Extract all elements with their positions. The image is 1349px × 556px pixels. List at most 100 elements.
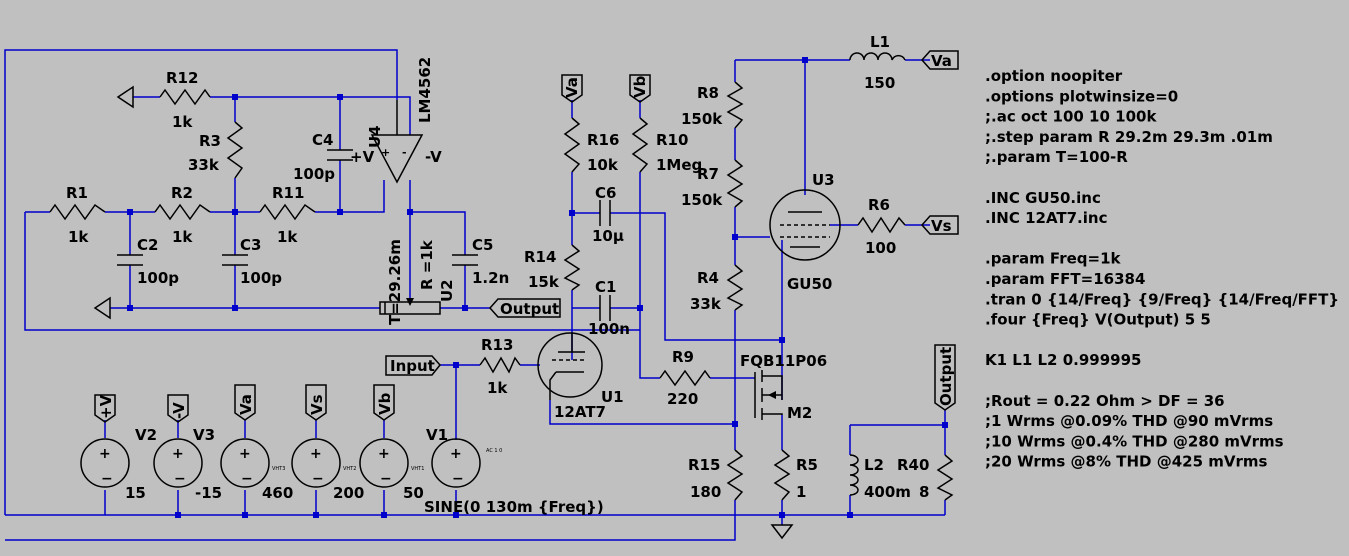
capacitor-c3[interactable]: C3 100p xyxy=(222,236,282,287)
resistor-r14[interactable]: R14 15k xyxy=(524,244,581,291)
resistor-r1[interactable]: R1 1k xyxy=(49,184,106,246)
r13-value: 1k xyxy=(487,379,508,397)
r6-name: R6 xyxy=(868,196,890,214)
resistor-r2[interactable]: R2 1k xyxy=(154,184,211,246)
resistor-r10[interactable]: R10 1Meg xyxy=(631,117,702,174)
resistor-r3[interactable]: R3 33k xyxy=(188,121,244,179)
resistor-r6[interactable]: R6 100 xyxy=(857,196,906,257)
resistor-r7[interactable]: R7 150k xyxy=(681,159,744,209)
u2-t: T=29.26m xyxy=(386,239,404,325)
c1-name: C1 xyxy=(595,278,616,296)
r1-value: 1k xyxy=(68,228,89,246)
u3-name: U3 xyxy=(812,171,835,189)
m2-name: M2 xyxy=(787,404,812,422)
ground-symbol-left-mid xyxy=(93,296,111,320)
source-v4[interactable]: Va + − VHT3 460 xyxy=(220,384,293,502)
l1-value: 150 xyxy=(864,74,895,92)
c6-name: C6 xyxy=(595,184,616,202)
c1-value: 100n xyxy=(588,320,630,338)
r16-value: 10k xyxy=(587,156,619,174)
u2-r: R =1k xyxy=(418,239,436,290)
directive-line: .four {Freq} V(Output) 5 5 xyxy=(985,311,1211,329)
opamp-u4[interactable]: +V -V + - U4 LM4562 xyxy=(350,57,442,184)
junction-dots xyxy=(127,57,948,518)
net-flag-vs-r6: Vs xyxy=(920,215,959,235)
net-flag-input: Input xyxy=(385,355,441,376)
r2-name: R2 xyxy=(171,184,193,202)
r14-value: 15k xyxy=(528,273,560,291)
r5-value: 1 xyxy=(796,483,806,501)
v5-minus: − xyxy=(312,471,324,487)
source-v3[interactable]: -V + − V3 -15 xyxy=(153,394,222,502)
u4-name: U4 xyxy=(366,125,384,148)
resistor-r8[interactable]: R8 150k xyxy=(681,81,744,129)
resistor-r9[interactable]: R9 220 xyxy=(659,348,711,408)
source-v6[interactable]: Vb + − VHT1 50 xyxy=(359,384,424,502)
va-label-2: Va xyxy=(931,52,952,70)
r15-value: 180 xyxy=(690,483,721,501)
source-v5[interactable]: Vs + − VHT2 200 xyxy=(291,384,364,502)
output-label-2: Output xyxy=(937,347,955,406)
directive-line: .option noopiter xyxy=(985,67,1123,85)
source-v2[interactable]: +V + − V2 15 xyxy=(80,394,157,502)
capacitor-c4[interactable]: C4 100p xyxy=(293,131,353,183)
v1-minus: − xyxy=(452,471,464,487)
r11-value: 1k xyxy=(277,228,298,246)
mosfet-m2[interactable]: FQB11P06 M2 xyxy=(740,352,827,422)
vb-label-1: Vb xyxy=(631,75,649,98)
resistor-r4[interactable]: R4 33k xyxy=(690,264,744,313)
tube-u1[interactable]: U1 12AT7 xyxy=(537,332,624,421)
output-label-1: Output xyxy=(500,300,559,318)
v1-name: V1 xyxy=(426,426,448,444)
ground-symbol-left-top xyxy=(116,85,134,109)
directive-line: .options plotwinsize=0 xyxy=(985,87,1178,105)
r4-name: R4 xyxy=(697,269,719,287)
va-label-1: Va xyxy=(563,77,581,98)
r7-name: R7 xyxy=(697,165,719,183)
r9-value: 220 xyxy=(667,390,698,408)
c4-value: 100p xyxy=(293,165,335,183)
u1-value: 12AT7 xyxy=(554,403,606,421)
spice-directives: .option noopiter .options plotwinsize=0;.… xyxy=(985,67,1339,471)
l2-name: L2 xyxy=(864,456,884,474)
capacitor-c5[interactable]: C5 1.2n xyxy=(452,236,509,287)
u4-value: LM4562 xyxy=(416,57,434,123)
inductor-l1[interactable]: L1 150 xyxy=(849,33,906,92)
capacitor-c1[interactable]: C1 100n xyxy=(588,278,630,338)
v4-value: 460 xyxy=(262,484,293,502)
v2-minus: − xyxy=(101,471,113,487)
resistor-r13[interactable]: R13 1k xyxy=(479,336,521,397)
c3-name: C3 xyxy=(240,236,261,254)
r11-name: R11 xyxy=(272,184,304,202)
inductor-l2[interactable]: L2 400m xyxy=(849,454,911,501)
resistor-r16[interactable]: R16 10k xyxy=(563,117,619,174)
u4-plus-pin: + xyxy=(381,146,390,159)
directive-line: .INC 12AT7.inc xyxy=(985,209,1107,227)
resistor-r15[interactable]: R15 180 xyxy=(688,449,744,501)
u1-name: U1 xyxy=(601,388,624,406)
net-flag-vb-r10: Vb xyxy=(629,74,651,103)
v6-name: VHT1 xyxy=(411,466,424,472)
v2-name: V2 xyxy=(135,426,157,444)
c2-name: C2 xyxy=(137,236,158,254)
resistor-r12[interactable]: R12 1k xyxy=(159,69,211,131)
v1-plus: + xyxy=(450,446,462,462)
v3-name: V3 xyxy=(193,426,215,444)
v4-name: VHT3 xyxy=(272,466,285,472)
capacitor-c6[interactable]: C6 10µ xyxy=(592,184,624,245)
r2-value: 1k xyxy=(172,228,193,246)
resistor-r40[interactable]: R40 8 xyxy=(897,454,954,501)
resistor-r11[interactable]: R11 1k xyxy=(259,184,316,246)
source-v1[interactable]: + − V1 AC 1 0 SINE(0 130m {Freq}) xyxy=(424,426,604,516)
directive-line: .tran 0 {14/Freq} {9/Freq} {14/Freq/FFT} xyxy=(985,290,1339,308)
directive-line: ;Rout = 0.22 Ohm > DF = 36 xyxy=(985,392,1225,410)
v1-value: SINE(0 130m {Freq}) xyxy=(424,498,604,516)
resistor-r5[interactable]: R5 1 xyxy=(773,449,818,501)
potentiometer-u2[interactable]: T=29.26m R =1k U2 xyxy=(379,239,456,325)
v3-value: -15 xyxy=(195,484,222,502)
r3-name: R3 xyxy=(199,132,221,150)
tube-u3[interactable]: U3 GU50 xyxy=(769,171,841,293)
directive-line: ;.param T=100-R xyxy=(985,148,1128,166)
capacitor-c2[interactable]: C2 100p xyxy=(117,236,179,287)
